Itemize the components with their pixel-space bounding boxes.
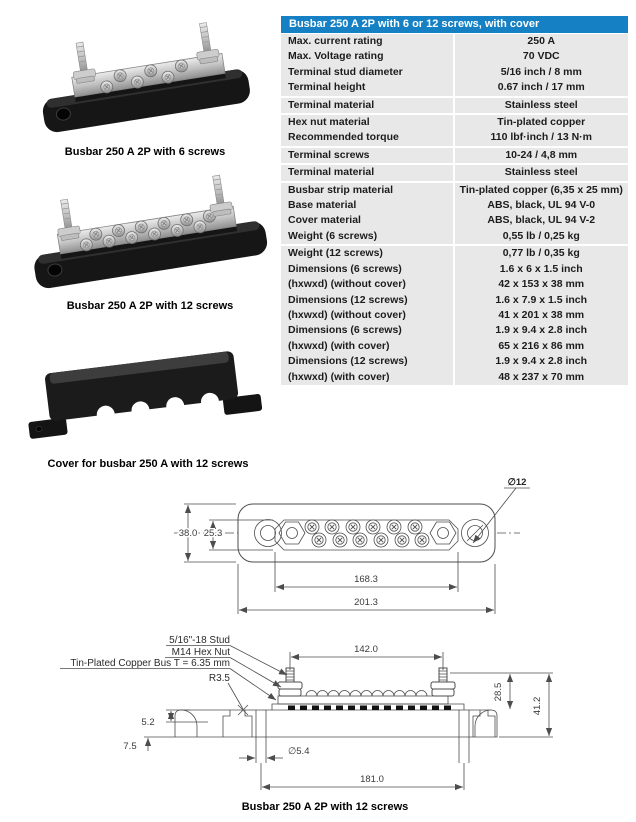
dim-52: 5.2: [141, 717, 154, 728]
spec-label: Weight (12 screws): [281, 246, 455, 262]
spec-value: Tin-plated copper: [497, 116, 586, 129]
busbar-6-screws-photo: [42, 20, 250, 133]
spec-group: Weight (12 screws) 0,77 lb / 0,35 kg Dim…: [281, 246, 628, 385]
spec-row: Weight (6 screws) 0,55 lb / 0,25 kg: [281, 228, 628, 245]
spec-row: Hex nut material Tin-plated copper: [281, 115, 628, 131]
spec-row: Terminal height 0.67 inch / 17 mm: [281, 80, 628, 96]
spec-label: Busbar strip material: [281, 182, 455, 199]
spec-row: Weight (12 screws) 0,77 lb / 0,35 kg: [281, 246, 628, 262]
spec-label: Dimensions (6 screws) (hxwxd) (with cove…: [281, 323, 455, 355]
dim-285: 28.5: [493, 683, 504, 702]
spec-value: 1.9 x 9.4 x 2.8 inch 65 x 216 x 86 mm: [495, 324, 588, 352]
spec-row: Terminal material Stainless steel: [281, 97, 628, 114]
spec-table-title: Busbar 250 A 2P with 6 or 12 screws, wit…: [281, 16, 628, 33]
spec-row: Base material ABS, black, UL 94 V-0: [281, 198, 628, 214]
top-view-drawing: 38.0 25.3 168.3 201.3 ∅12: [174, 477, 530, 614]
spec-group: Busbar strip material Tin-plated copper …: [281, 182, 628, 245]
side-view-caption: Busbar 250 A 2P with 12 screws: [241, 801, 409, 813]
spec-value: ABS, black, UL 94 V-0: [487, 199, 596, 212]
spec-row: Dimensions (6 screws) (hxwxd) (with cove…: [281, 323, 628, 355]
photo-caption-cover: Cover for busbar 250 A with 12 screws: [47, 458, 249, 470]
spec-label: Dimensions (12 screws) (hxwxd) (with cov…: [281, 354, 455, 385]
label-copper-bus: Tin-Plated Copper Bus T = 6.35 mm: [70, 658, 230, 669]
busbar-12-screws-photo: [34, 173, 268, 289]
spec-row: Recommended torque 110 lbf·inch / 13 N·m: [281, 130, 628, 146]
spec-label: Terminal height: [281, 80, 455, 96]
spec-row: Dimensions (6 screws) (hxwxd) (without c…: [281, 261, 628, 293]
label-r35: R3.5: [209, 673, 231, 684]
spec-group: Terminal material Stainless steel: [281, 97, 628, 114]
spec-label: Terminal screws: [281, 147, 455, 164]
spec-value: 0,77 lb / 0,35 kg: [502, 247, 580, 260]
cover-photo: [28, 351, 263, 439]
spec-group: Max. current rating 250 A Max. Voltage r…: [281, 34, 628, 96]
spec-value: 1.6 x 7.9 x 1.5 inch 41 x 201 x 38 mm: [495, 293, 588, 321]
spec-value: 70 VDC: [522, 50, 560, 63]
dim-hole-12: ∅12: [508, 477, 527, 488]
spec-value: Tin-plated copper (6,35 x 25 mm): [459, 183, 623, 196]
spec-label: Hex nut material: [281, 115, 455, 131]
dim-181: 181.0: [360, 774, 384, 785]
dim-412: 41.2: [532, 697, 543, 716]
spec-row: Busbar strip material Tin-plated copper …: [281, 182, 628, 199]
spec-value: 0,55 lb / 0,25 kg: [502, 229, 580, 242]
spec-value: 0.67 inch / 17 mm: [497, 81, 585, 94]
dim-75: 7.5: [123, 741, 136, 752]
dim-hole-54: ∅5.4: [288, 746, 309, 757]
spec-row: Dimensions (12 screws) (hxwxd) (without …: [281, 292, 628, 324]
label-hex-nut: M14 Hex Nut: [172, 647, 231, 658]
spec-row: Terminal screws 10-24 / 4,8 mm: [281, 147, 628, 164]
photo-caption-busbar-12: Busbar 250 A 2P with 12 screws: [66, 300, 234, 312]
spec-label: Cover material: [281, 213, 455, 229]
spec-group: Hex nut material Tin-plated copper Recom…: [281, 115, 628, 146]
spec-row: Terminal material Stainless steel: [281, 165, 628, 181]
dim-201: 201.3: [354, 597, 378, 608]
spec-group: Terminal material Stainless steel: [281, 165, 628, 181]
spec-label: Terminal stud diameter: [281, 64, 455, 81]
spec-label: Recommended torque: [281, 130, 455, 146]
spec-label: Weight (6 screws): [281, 228, 455, 245]
spec-value: 1.6 x 6 x 1.5 inch 42 x 153 x 38 mm: [498, 262, 585, 291]
spec-value: 1.9 x 9.4 x 2.8 inch 48 x 237 x 70 mm: [495, 355, 588, 383]
spec-value: 5/16 inch / 8 mm: [500, 65, 582, 78]
spec-row: Max. Voltage rating 70 VDC: [281, 49, 628, 65]
spec-row: Terminal stud diameter 5/16 inch / 8 mm: [281, 64, 628, 81]
spec-label: Dimensions (12 screws) (hxwxd) (without …: [281, 292, 455, 324]
dim-38: 38.0: [179, 528, 198, 539]
side-view-drawing: 5/16"-18 Stud M14 Hex Nut Tin-Plated Cop…: [60, 635, 553, 791]
dim-142: 142.0: [354, 644, 378, 655]
dim-25: 25.3: [204, 528, 223, 539]
dim-168: 168.3: [354, 574, 378, 585]
spec-value: 250 A: [527, 35, 556, 47]
spec-value: 110 lbf·inch / 13 N·m: [490, 131, 593, 144]
photo-caption-busbar-6: Busbar 250 A 2P with 6 screws: [64, 146, 226, 158]
label-stud: 5/16"-18 Stud: [169, 635, 230, 646]
spec-row: Cover material ABS, black, UL 94 V-2: [281, 213, 628, 229]
spec-value: 10-24 / 4,8 mm: [505, 148, 578, 161]
spec-label: Terminal material: [281, 165, 455, 181]
spec-table: Busbar 250 A 2P with 6 or 12 screws, wit…: [281, 16, 628, 387]
spec-value: Stainless steel: [504, 98, 578, 111]
spec-group: Terminal screws 10-24 / 4,8 mm: [281, 147, 628, 164]
spec-row: Max. current rating 250 A: [281, 34, 628, 50]
spec-label: Max. Voltage rating: [281, 49, 455, 65]
spec-label: Terminal material: [281, 97, 455, 114]
spec-label: Max. current rating: [281, 34, 455, 50]
spec-label: Dimensions (6 screws) (hxwxd) (without c…: [281, 261, 455, 293]
spec-value: Stainless steel: [504, 166, 578, 179]
spec-value: ABS, black, UL 94 V-2: [487, 214, 596, 227]
spec-row: Dimensions (12 screws) (hxwxd) (with cov…: [281, 354, 628, 385]
spec-label: Base material: [281, 198, 455, 214]
